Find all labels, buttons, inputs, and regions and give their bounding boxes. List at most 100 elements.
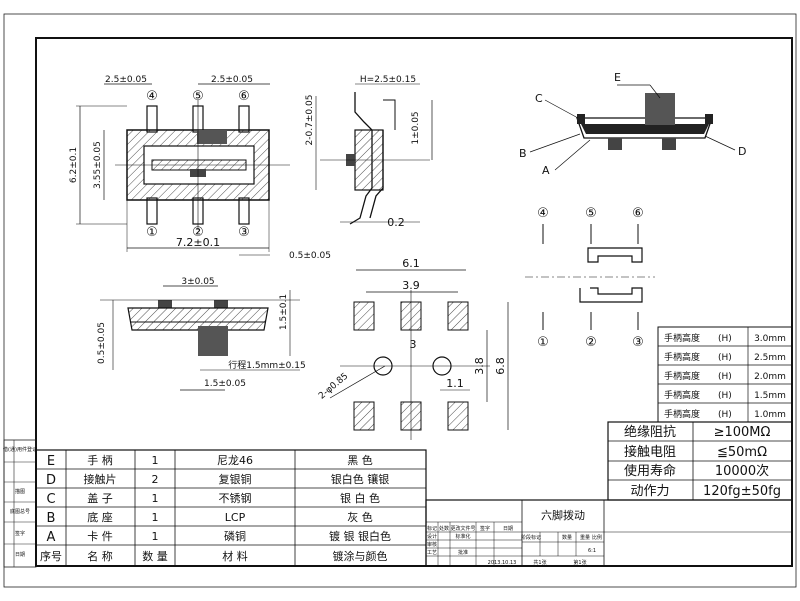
pin-label-6: ⑥ <box>238 89 250 104</box>
tb-label-count: 处数 <box>439 525 449 532</box>
pin-label-3: ③ <box>238 225 250 240</box>
dim-total-height: 6.2±0.1 <box>69 147 79 183</box>
dim-front-right-height: 1.5±0.1 <box>279 294 289 330</box>
circuit-pin-6: ⑥ <box>632 206 644 221</box>
tb-label-date: 日期 <box>503 526 513 532</box>
margin-label-base-no: 底图总号 <box>10 508 30 515</box>
bom-material: 磷铜 <box>224 529 246 543</box>
side-view: 2-0.7±0.05 H=2.5±0.15 1±0.05 0.2 <box>305 75 433 229</box>
margin-label-register: 借(通)用件登记 <box>3 446 37 453</box>
height-row-label: 手柄高度 <box>664 351 700 363</box>
callout-c: C <box>535 92 543 105</box>
tb-label-weight: 重量 <box>580 534 590 541</box>
spec-value: ≥100MΩ <box>714 425 771 440</box>
bom-name: 手 柄 <box>87 453 113 467</box>
bom-material: LCP <box>225 511 246 524</box>
bom-header-id: 序号 <box>40 549 62 563</box>
height-row: 手柄高度 (H) 2.0mm <box>664 370 786 382</box>
spec-value: 120fg±50fg <box>703 484 781 499</box>
bom-qty: 1 <box>152 492 159 505</box>
bom-name: 盖 子 <box>87 491 113 505</box>
spec-label: 绝缘阻抗 <box>624 424 676 440</box>
bom-finish: 镀 银 银白色 <box>329 529 391 543</box>
travel-label: 行程1.5mm±0.15 <box>228 359 305 371</box>
dim-row-spacing: 3.8 <box>473 357 486 375</box>
circuit-pin-3: ③ <box>632 335 644 350</box>
height-row: 手柄高度 (H) 2.5mm <box>664 351 786 363</box>
bom-name: 底 座 <box>87 510 113 524</box>
dim-front-body-height: 0.5±0.05 <box>97 322 107 364</box>
height-row: 手柄高度 (H) 1.0mm <box>664 408 786 420</box>
dim-pitch-left: 2.5±0.05 <box>105 75 147 85</box>
top-view-pin-labels: ④ ⑤ ⑥ ① ② ③ <box>146 89 250 240</box>
dim-actuator-gap: 3±0.05 <box>181 277 214 287</box>
height-row-code: (H) <box>718 353 732 363</box>
dim-pad-span: 6.1 <box>402 257 420 270</box>
bom-finish: 灰 色 <box>347 510 373 524</box>
height-row-label: 手柄高度 <box>664 408 700 420</box>
dim-body-height: 3.55±0.05 <box>93 141 103 189</box>
top-view: ④ ⑤ ⑥ ① ② ③ 2.5±0.05 2.5±0.05 6.2±0.1 3.… <box>69 75 331 261</box>
dim-hole-offset: 1.1 <box>446 377 464 390</box>
dim-total: 6.8 <box>494 357 507 375</box>
tb-label-standard: 标准化 <box>455 533 470 540</box>
margin-label-trace: 描图 <box>15 488 25 495</box>
dim-hole-label: 3 <box>410 338 417 351</box>
pin-label-5: ⑤ <box>192 89 204 104</box>
dim-hole-diameter: 2-φ0.85 <box>317 371 350 401</box>
height-row: 手柄高度 (H) 3.0mm <box>664 332 786 344</box>
height-row-code: (H) <box>718 372 732 382</box>
pin-label-1: ① <box>146 225 158 240</box>
bom-header-material: 材 料 <box>222 549 248 563</box>
tb-label-design: 设计 <box>427 533 437 540</box>
spec-label: 动作力 <box>630 484 669 499</box>
spec-value: ≦50mΩ <box>717 445 767 460</box>
tb-label-change-doc: 更改文件号 <box>450 525 475 532</box>
dim-side-base: 1±0.05 <box>411 111 421 144</box>
bom-name: 接触片 <box>84 472 117 486</box>
circuit-diagram: ④ ⑤ ⑥ ① ② ③ <box>525 206 655 350</box>
bom-material: 不锈钢 <box>219 492 252 505</box>
tb-label-scale: 比例 <box>592 534 602 541</box>
height-row-code: (H) <box>718 391 732 401</box>
spec-table: 绝缘阻抗 ≥100MΩ 接触电阻 ≦50mΩ 使用寿命 10000次 动作力 1… <box>607 421 793 501</box>
bom-id: E <box>47 454 55 469</box>
spec-value: 10000次 <box>715 463 769 479</box>
margin-label-sign: 签字 <box>15 530 25 537</box>
bom-material: 复银铜 <box>219 472 252 486</box>
height-row-code: (H) <box>718 410 732 420</box>
bom-id: A <box>47 530 56 545</box>
bom-header-finish: 镀涂与颜色 <box>333 549 388 563</box>
height-row-label: 手柄高度 <box>664 370 700 382</box>
circuit-pin-2: ② <box>585 335 597 350</box>
bom-finish: 银 白 色 <box>340 491 380 505</box>
spec-label: 接触电阻 <box>624 444 676 460</box>
pin-label-2: ② <box>192 225 204 240</box>
tb-label-process: 工艺 <box>427 550 437 556</box>
spec-label: 使用寿命 <box>624 463 676 479</box>
bom-id: D <box>46 473 56 488</box>
height-row: 手柄高度 (H) 1.5mm <box>664 389 786 401</box>
tb-label-approve: 批准 <box>458 549 468 556</box>
bom-material: 尼龙46 <box>217 454 253 467</box>
tb-label-stage: 阶段标记 <box>521 534 541 541</box>
bom-id: C <box>46 492 55 507</box>
circuit-pin-1: ① <box>537 335 549 350</box>
height-row-value: 1.0mm <box>754 410 786 420</box>
iso-view: E C B A D <box>519 71 746 177</box>
bom-qty: 1 <box>152 454 159 467</box>
height-row-value: 2.0mm <box>754 372 786 382</box>
tb-label-review: 审核 <box>427 541 437 548</box>
callout-b: B <box>519 147 527 160</box>
height-row-code: (H) <box>718 334 732 344</box>
bom-header-name: 名 称 <box>87 549 113 563</box>
callout-a: A <box>542 164 550 177</box>
bom-header-qty: 数 量 <box>142 550 168 563</box>
dim-length: 7.2±0.1 <box>176 236 220 249</box>
dim-h: H=2.5±0.15 <box>360 75 416 85</box>
pin-label-4: ④ <box>146 89 158 104</box>
bom-id: B <box>47 511 56 526</box>
height-row-label: 手柄高度 <box>664 332 700 344</box>
bom-qty: 1 <box>152 511 159 524</box>
